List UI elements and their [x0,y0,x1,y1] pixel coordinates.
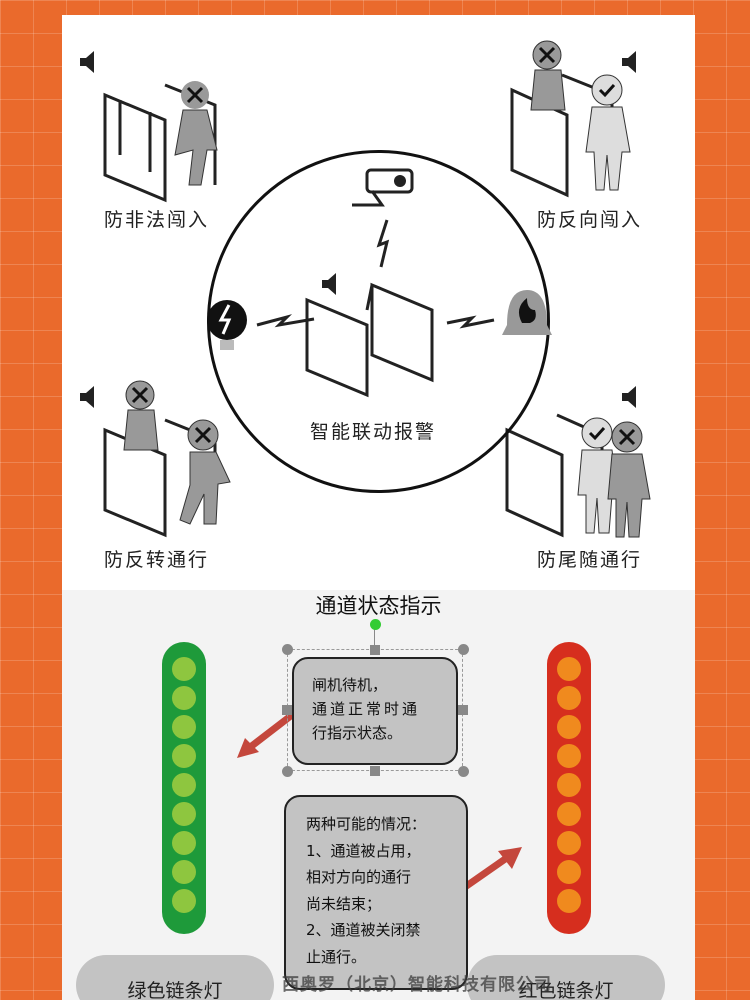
light-dot [557,773,581,797]
bulb-icon [207,300,247,350]
rotate-handle[interactable] [370,619,381,630]
resize-handle[interactable] [282,766,293,777]
occupied-textbox: 两种可能的情况： 1、通道被占用， 相对方向的通行 尚未结束； 2、通道被关闭禁… [284,795,468,990]
light-dot [172,889,196,913]
light-dot [172,860,196,884]
text-line: 行指示状态。 [312,724,403,742]
company-watermark: 西奥罗（北京）智能科技有限公司 [282,975,552,995]
feature-label-illegal-entry: 防非法闯入 [104,209,210,231]
light-dot [557,831,581,855]
green-chain-light [162,642,206,934]
light-dot [557,657,581,681]
light-dot [557,686,581,710]
resize-handle[interactable] [370,766,380,776]
green-label-pill: 绿色链条灯 [76,955,274,1000]
gate-illegal-entry-illustration [80,51,218,203]
resize-handle[interactable] [458,705,468,715]
resize-handle[interactable] [282,705,292,715]
content-panel: 防非法闯入 防反向闯入 防反转通行 防尾随通行 智能联动报警 通道状态指示 闸机… [62,15,695,1000]
light-dot [172,773,196,797]
light-dot [172,715,196,739]
arrow-right-icon [462,847,522,890]
standby-textbox[interactable]: 闸机待机， 通道正常时通 行指示状态。 [292,657,458,765]
resize-handle[interactable] [458,644,469,655]
speaker-icon [322,273,336,295]
text-line: 1、通道被占用， [306,841,421,860]
light-dot [172,802,196,826]
fire-alarm-bell-icon [502,290,552,335]
text-line: 通道正常时通 [312,700,421,718]
feature-label-reverse-entry: 防反向闯入 [537,209,643,231]
resize-handle[interactable] [282,644,293,655]
alarm-linkage-illustration [207,168,552,398]
text-line: 止通行。 [306,947,367,966]
red-chain-light [547,642,591,934]
gate-reverse-pass-illustration [80,380,231,538]
feature-label-reverse-pass: 防反转通行 [104,549,210,571]
text-line: 两种可能的情况： [306,815,427,833]
light-dot [557,889,581,913]
lightning-icon [376,219,390,268]
gate-tailgating-illustration [505,386,651,538]
light-dot [172,831,196,855]
light-dot [172,686,196,710]
camera-icon [352,168,414,207]
red-label-pill: 红色链条灯 [467,955,665,1000]
alarm-linkage-label: 智能联动报警 [310,421,437,443]
light-dot [557,744,581,768]
text-line: 相对方向的通行 [306,868,412,886]
text-line: 2、通道被关闭禁 [306,921,421,939]
resize-handle[interactable] [370,645,380,655]
text-line: 闸机待机， [312,676,388,694]
feature-label-tailgating: 防尾随通行 [537,549,643,571]
light-dot [557,860,581,884]
light-dot [557,715,581,739]
light-dot [172,657,196,681]
status-title: 通道状态指示 [315,594,442,618]
light-dot [557,802,581,826]
resize-handle[interactable] [458,766,469,777]
gate-reverse-entry-illustration [510,40,636,198]
text-line: 尚未结束； [306,894,382,913]
light-dot [172,744,196,768]
